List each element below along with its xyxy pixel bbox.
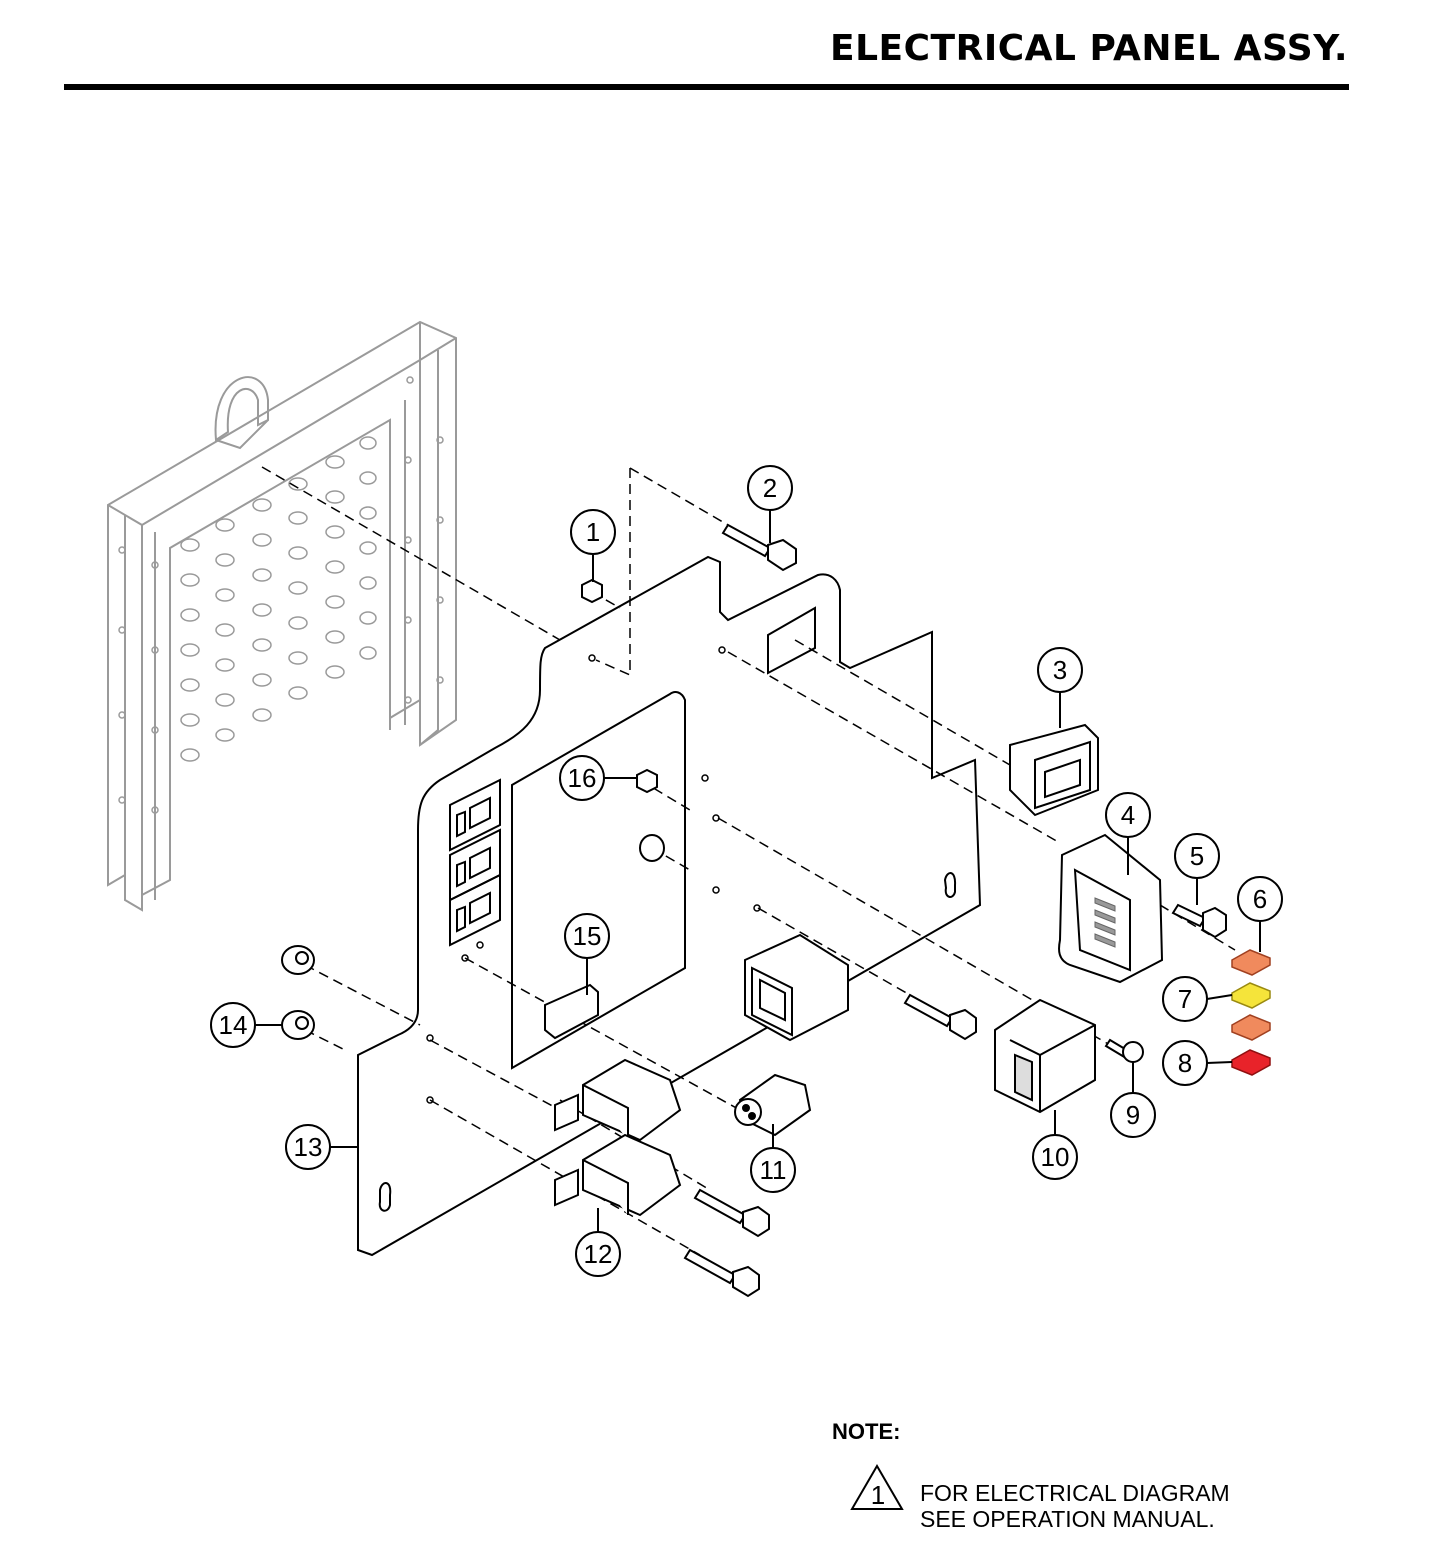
callout-number-5: 5 (1190, 841, 1204, 871)
screw-part-9 (1104, 1038, 1144, 1063)
socket-part (744, 933, 849, 1042)
callout-number-13: 13 (294, 1132, 323, 1162)
title-rule (64, 84, 1349, 90)
callout-3 (1037, 647, 1083, 693)
callout-9 (1110, 1092, 1156, 1138)
callout-8 (1162, 1040, 1208, 1086)
bolt-part-lower-1 (693, 1188, 770, 1238)
note-line-2: SEE OPERATION MANUAL. (920, 1506, 1215, 1532)
bolt-part-lower-2 (683, 1248, 760, 1298)
callout-number-12: 12 (584, 1239, 613, 1269)
fuse-red-part (1231, 1049, 1271, 1076)
callout-13 (285, 1124, 331, 1170)
callout-12 (575, 1231, 621, 1277)
callout-numbers: 1 2 3 4 5 6 7 8 9 10 11 12 13 14 15 16 (219, 473, 1268, 1269)
callout-7 (1162, 976, 1208, 1022)
callout-number-4: 4 (1121, 800, 1135, 830)
callout-15 (564, 913, 610, 959)
module-part-10 (994, 998, 1096, 1114)
callout-1 (570, 509, 616, 555)
fuse-orange-part-2 (1231, 1014, 1271, 1041)
callout-number-6: 6 (1253, 884, 1267, 914)
callout-4 (1105, 792, 1151, 838)
nut-part-16 (636, 768, 658, 794)
bolt-part-2 (721, 523, 797, 572)
callout-14 (210, 1002, 256, 1048)
note-marker: 1 (871, 1480, 885, 1510)
fuse-orange-part (1231, 949, 1271, 976)
panel-plate (357, 555, 982, 1257)
callout-10 (1032, 1134, 1078, 1180)
callout-number-8: 8 (1178, 1048, 1192, 1078)
callout-number-9: 9 (1126, 1100, 1140, 1130)
flange-nut-part (281, 945, 315, 1040)
relay-part-top (554, 1058, 682, 1142)
callout-2 (747, 465, 793, 511)
fuse-yellow-part (1231, 982, 1271, 1009)
bolt-part-middle (903, 993, 977, 1041)
page-title: ELECTRICAL PANEL ASSY. (830, 28, 1348, 69)
mounting-frame (107, 320, 457, 912)
grommet-part (639, 834, 665, 862)
callout-11 (750, 1147, 796, 1193)
nut-part (581, 578, 603, 604)
callout-number-16: 16 (568, 763, 597, 793)
relay-part-bottom (554, 1133, 682, 1217)
connector-part-11 (734, 1073, 812, 1137)
callout-16 (559, 755, 605, 801)
callout-number-3: 3 (1053, 655, 1067, 685)
callout-number-2: 2 (763, 473, 777, 503)
callout-number-1: 1 (586, 517, 600, 547)
parts (281, 523, 1271, 1298)
callout-number-7: 7 (1178, 984, 1192, 1014)
note-label: NOTE: (832, 1419, 901, 1444)
fuse-block-part (1058, 833, 1164, 984)
callout-6 (1237, 876, 1283, 922)
note-text: FOR ELECTRICAL DIAGRAM SEE OPERATION MAN… (920, 1480, 1230, 1532)
warning-triangle-icon: 1 (850, 1464, 904, 1510)
bolt-part-5 (1171, 903, 1227, 939)
callout-5 (1174, 833, 1220, 879)
callout-number-15: 15 (573, 921, 602, 951)
note-line-1: FOR ELECTRICAL DIAGRAM (920, 1480, 1230, 1506)
callout-number-10: 10 (1041, 1142, 1070, 1172)
callout-number-11: 11 (760, 1155, 787, 1185)
clip-part (544, 983, 599, 1040)
callout-number-14: 14 (219, 1010, 248, 1040)
callouts (210, 465, 1283, 1277)
switch-part (1009, 723, 1099, 817)
